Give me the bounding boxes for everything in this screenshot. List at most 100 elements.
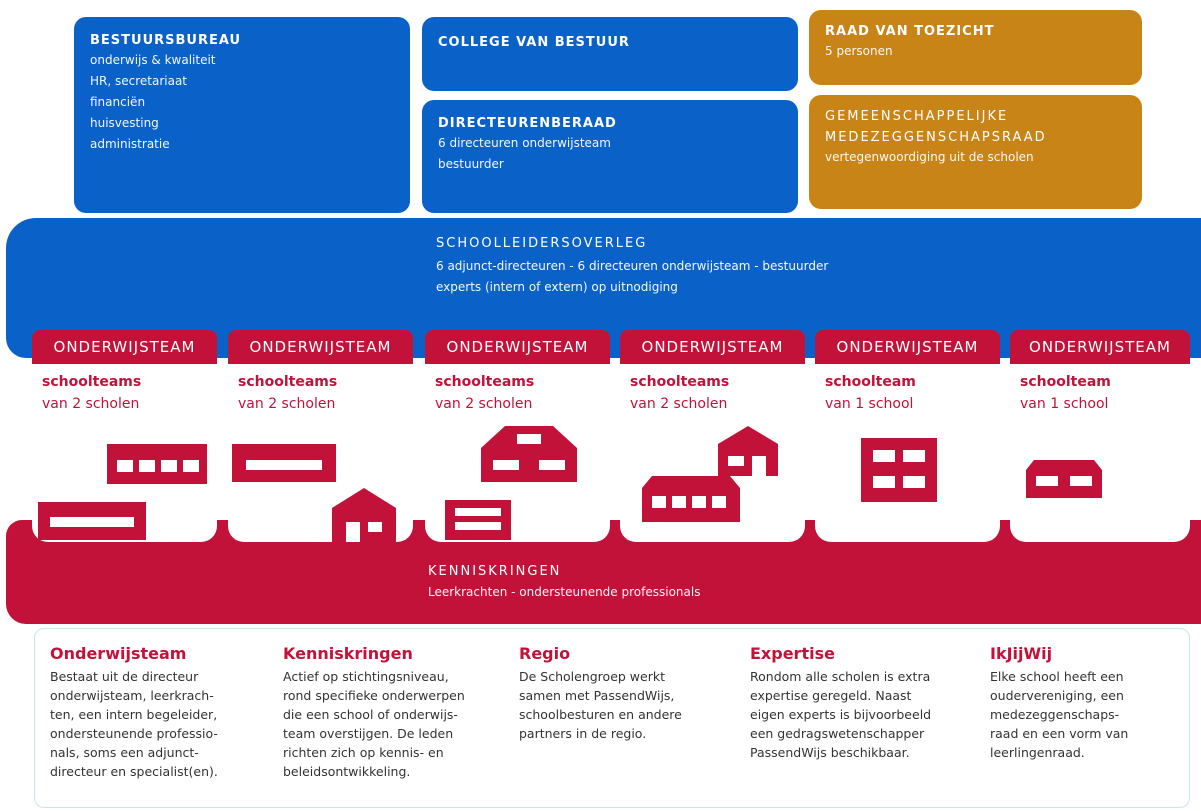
info-line: raad en een vorm van bbox=[990, 726, 1129, 741]
school-building-icon bbox=[642, 476, 740, 522]
info-text: Actief op stichtingsniveau, rond specifi… bbox=[283, 667, 473, 781]
info-heading: Expertise bbox=[750, 644, 835, 663]
info-line: partners in de regio. bbox=[519, 726, 647, 741]
team-sub-title: schoolteams bbox=[42, 374, 142, 390]
info-line: ondersteunende professio- bbox=[50, 726, 218, 741]
gmr-title-line: GEMEENSCHAPPELIJKE bbox=[825, 109, 1009, 124]
onderwijsteam-header: ONDERWIJSTEAM bbox=[620, 330, 805, 364]
school-building-icon bbox=[1026, 460, 1102, 498]
team-sub-text: van 1 school bbox=[1020, 396, 1109, 412]
directeurenberaad-line: 6 directeuren onderwijsteam bbox=[438, 136, 611, 150]
bestuursbureau-line: huisvesting bbox=[90, 116, 159, 130]
gmr-line: vertegenwoordiging uit de scholen bbox=[825, 150, 1034, 164]
college-title: COLLEGE VAN BESTUUR bbox=[438, 35, 630, 50]
info-text: Bestaat uit de directeur onderwijsteam, … bbox=[50, 667, 240, 781]
kenniskringen-line: Leerkrachten - ondersteunende profession… bbox=[428, 585, 701, 599]
raad-van-toezicht-box: RAAD VAN TOEZICHT 5 personen bbox=[809, 10, 1142, 85]
info-line: De Scholengroep werkt bbox=[519, 669, 665, 684]
raad-line: 5 personen bbox=[825, 44, 893, 58]
bestuursbureau-box: BESTUURSBUREAU onderwijs & kwaliteit HR,… bbox=[74, 17, 410, 213]
info-text: Elke school heeft een oudervereniging, e… bbox=[990, 667, 1170, 762]
directeurenberaad-line: bestuurder bbox=[438, 157, 504, 171]
school-building-icon bbox=[445, 500, 511, 540]
team-sub-title: schoolteams bbox=[630, 374, 730, 390]
onderwijsteam-header: ONDERWIJSTEAM bbox=[1010, 330, 1190, 364]
school-building-icon bbox=[481, 426, 577, 482]
bestuursbureau-line: HR, secretariaat bbox=[90, 74, 188, 88]
bestuursbureau-line: administratie bbox=[90, 137, 170, 151]
team-column: schoolteam van 1 school bbox=[815, 364, 1000, 542]
info-line: samen met PassendWijs, bbox=[519, 688, 675, 703]
info-text: De Scholengroep werkt samen met PassendW… bbox=[519, 667, 709, 743]
directeurenberaad-title: DIRECTEURENBERAAD bbox=[438, 116, 617, 131]
info-line: Elke school heeft een bbox=[990, 669, 1124, 684]
info-heading: IkJijWij bbox=[990, 644, 1053, 663]
bestuursbureau-line: onderwijs & kwaliteit bbox=[90, 53, 216, 67]
team-column: schoolteam van 1 school bbox=[1010, 364, 1190, 542]
info-onderwijsteam: Onderwijsteam Bestaat uit de directeur o… bbox=[50, 644, 240, 781]
info-line: PassendWijs beschikbaar. bbox=[750, 745, 910, 760]
info-expertise: Expertise Rondom alle scholen is extra e… bbox=[750, 644, 950, 762]
team-column: schoolteams van 2 scholen bbox=[228, 364, 413, 542]
schoolleidersoverleg-line: experts (intern of extern) op uitnodigin… bbox=[436, 280, 678, 294]
raad-title: RAAD VAN TOEZICHT bbox=[825, 24, 995, 39]
team-sub-text: van 2 scholen bbox=[238, 396, 336, 412]
info-line: oudervereniging, een bbox=[990, 688, 1124, 703]
team-column: schoolteams van 2 scholen bbox=[425, 364, 610, 542]
team-sub-title: schoolteam bbox=[825, 374, 916, 390]
school-building-icon bbox=[332, 488, 396, 542]
info-line: expertise geregeld. Naast bbox=[750, 688, 912, 703]
info-panel bbox=[34, 628, 1190, 808]
gmr-title-line: MEDEZEGGENSCHAPSRAAD bbox=[825, 130, 1047, 145]
info-line: richten zich op kennis- en bbox=[283, 745, 444, 760]
info-line: eigen experts is bijvoorbeeld bbox=[750, 707, 932, 722]
info-line: leerlingenraad. bbox=[990, 745, 1085, 760]
onderwijsteam-header: ONDERWIJSTEAM bbox=[425, 330, 610, 364]
info-heading: Kenniskringen bbox=[283, 644, 413, 663]
onderwijsteam-header: ONDERWIJSTEAM bbox=[32, 330, 217, 364]
school-building-icon bbox=[718, 426, 778, 476]
info-line: directeur en specialist(en). bbox=[50, 764, 218, 779]
bestuursbureau-line: financiën bbox=[90, 95, 146, 109]
info-line: een gedragswetenschapper bbox=[750, 726, 925, 741]
info-line: ten, een intern begeleider, bbox=[50, 707, 218, 722]
school-building-icon bbox=[38, 502, 146, 540]
info-heading: Onderwijsteam bbox=[50, 644, 187, 663]
onderwijsteam-header: ONDERWIJSTEAM bbox=[815, 330, 1000, 364]
schoolleidersoverleg-line: 6 adjunct-directeuren - 6 directeuren on… bbox=[436, 259, 829, 273]
school-building-icon bbox=[861, 438, 937, 502]
school-building-icon bbox=[232, 444, 336, 482]
info-ikjijwij: IkJijWij Elke school heeft een oudervere… bbox=[990, 644, 1170, 762]
info-regio: Regio De Scholengroep werkt samen met Pa… bbox=[519, 644, 709, 743]
college-van-bestuur-box: COLLEGE VAN BESTUUR bbox=[422, 17, 798, 91]
info-text: Rondom alle scholen is extra expertise g… bbox=[750, 667, 950, 762]
team-sub-title: schoolteams bbox=[238, 374, 338, 390]
team-column: schoolteams van 2 scholen bbox=[620, 364, 805, 542]
school-building-icon bbox=[107, 444, 207, 484]
team-sub-text: van 2 scholen bbox=[42, 396, 140, 412]
info-line: schoolbesturen en andere bbox=[519, 707, 682, 722]
team-sub-title: schoolteam bbox=[1020, 374, 1111, 390]
team-sub-text: van 1 school bbox=[825, 396, 914, 412]
info-line: Rondom alle scholen is extra bbox=[750, 669, 931, 684]
bestuursbureau-title: BESTUURSBUREAU bbox=[90, 33, 242, 48]
info-line: rond specifieke onderwerpen bbox=[283, 688, 465, 703]
gmr-box: GEMEENSCHAPPELIJKE MEDEZEGGENSCHAPSRAAD … bbox=[809, 95, 1142, 209]
info-line: onderwijsteam, leerkrach- bbox=[50, 688, 214, 703]
team-column: schoolteams van 2 scholen bbox=[32, 364, 217, 542]
info-kenniskringen: Kenniskringen Actief op stichtingsniveau… bbox=[283, 644, 473, 781]
team-sub-text: van 2 scholen bbox=[435, 396, 533, 412]
team-sub-text: van 2 scholen bbox=[630, 396, 728, 412]
schoolleidersoverleg-title: SCHOOLLEIDERSOVERLEG bbox=[436, 236, 648, 251]
info-line: beleidsontwikkeling. bbox=[283, 764, 411, 779]
info-line: team overstijgen. De leden bbox=[283, 726, 454, 741]
info-line: Actief op stichtingsniveau, bbox=[283, 669, 449, 684]
info-heading: Regio bbox=[519, 644, 571, 663]
info-line: die een school of onderwijs- bbox=[283, 707, 458, 722]
info-line: Bestaat uit de directeur bbox=[50, 669, 199, 684]
info-line: medezeggenschaps- bbox=[990, 707, 1120, 722]
directeurenberaad-box: DIRECTEURENBERAAD 6 directeuren onderwij… bbox=[422, 100, 798, 213]
onderwijsteam-header: ONDERWIJSTEAM bbox=[228, 330, 413, 364]
team-sub-title: schoolteams bbox=[435, 374, 535, 390]
info-line: nals, soms een adjunct- bbox=[50, 745, 199, 760]
